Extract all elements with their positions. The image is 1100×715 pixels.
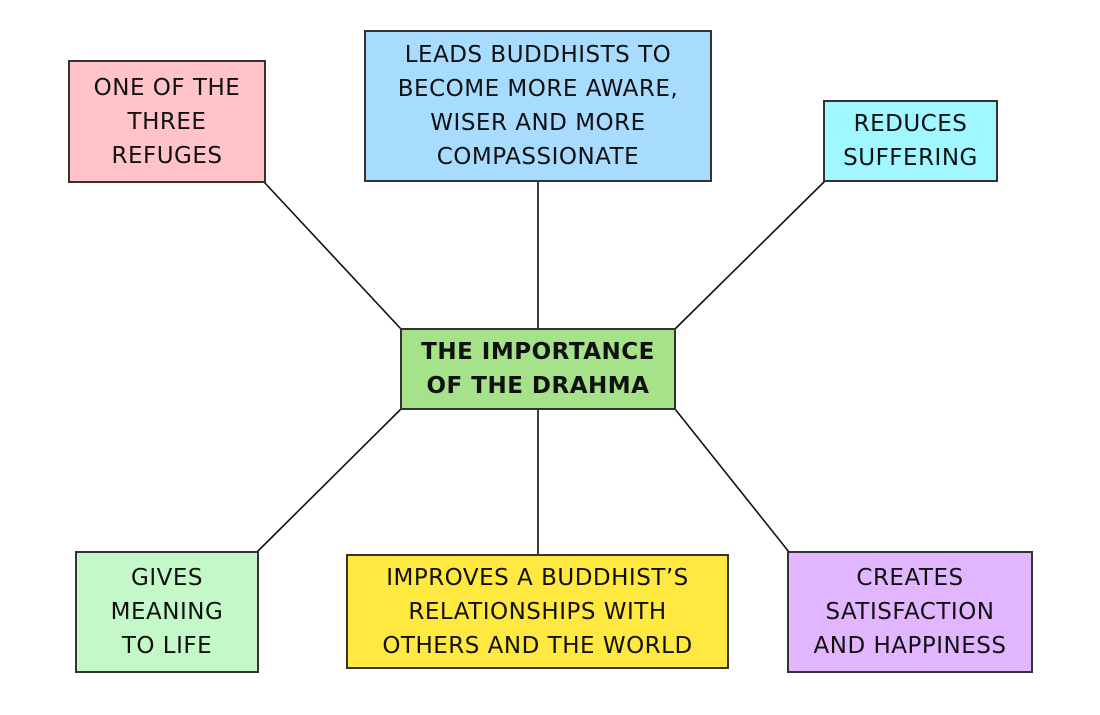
node-satisfaction-happiness: CREATES SATISFACTION AND HAPPINESS [787,551,1033,673]
node-reduces-suffering: REDUCES SUFFERING [823,100,998,182]
node-meaning-to-life: GIVES MEANING TO LIFE [75,551,259,673]
connector-refuges [263,181,402,330]
central-node: THE IMPORTANCE OF THE DRAHMA [400,328,676,410]
node-label: GIVES MEANING TO LIFE [110,565,224,659]
node-more-aware: LEADS BUDDHISTS TO BECOME MORE AWARE, WI… [364,30,712,182]
connector-meaning [256,408,402,553]
node-relationships: IMPROVES A BUDDHIST’S RELATIONSHIPS WITH… [346,554,729,669]
node-label: CREATES SATISFACTION AND HAPPINESS [813,565,1007,659]
node-label: LEADS BUDDHISTS TO BECOME MORE AWARE, WI… [397,42,679,170]
node-label: REDUCES SUFFERING [843,111,978,171]
node-label: IMPROVES A BUDDHIST’S RELATIONSHIPS WITH… [382,564,693,659]
central-node-label: THE IMPORTANCE OF THE DRAHMA [421,339,655,399]
connector-happy [674,408,790,553]
connector-suffer [674,180,826,330]
node-label: ONE OF THE THREE REFUGES [93,74,241,169]
node-three-refuges: ONE OF THE THREE REFUGES [68,60,266,183]
